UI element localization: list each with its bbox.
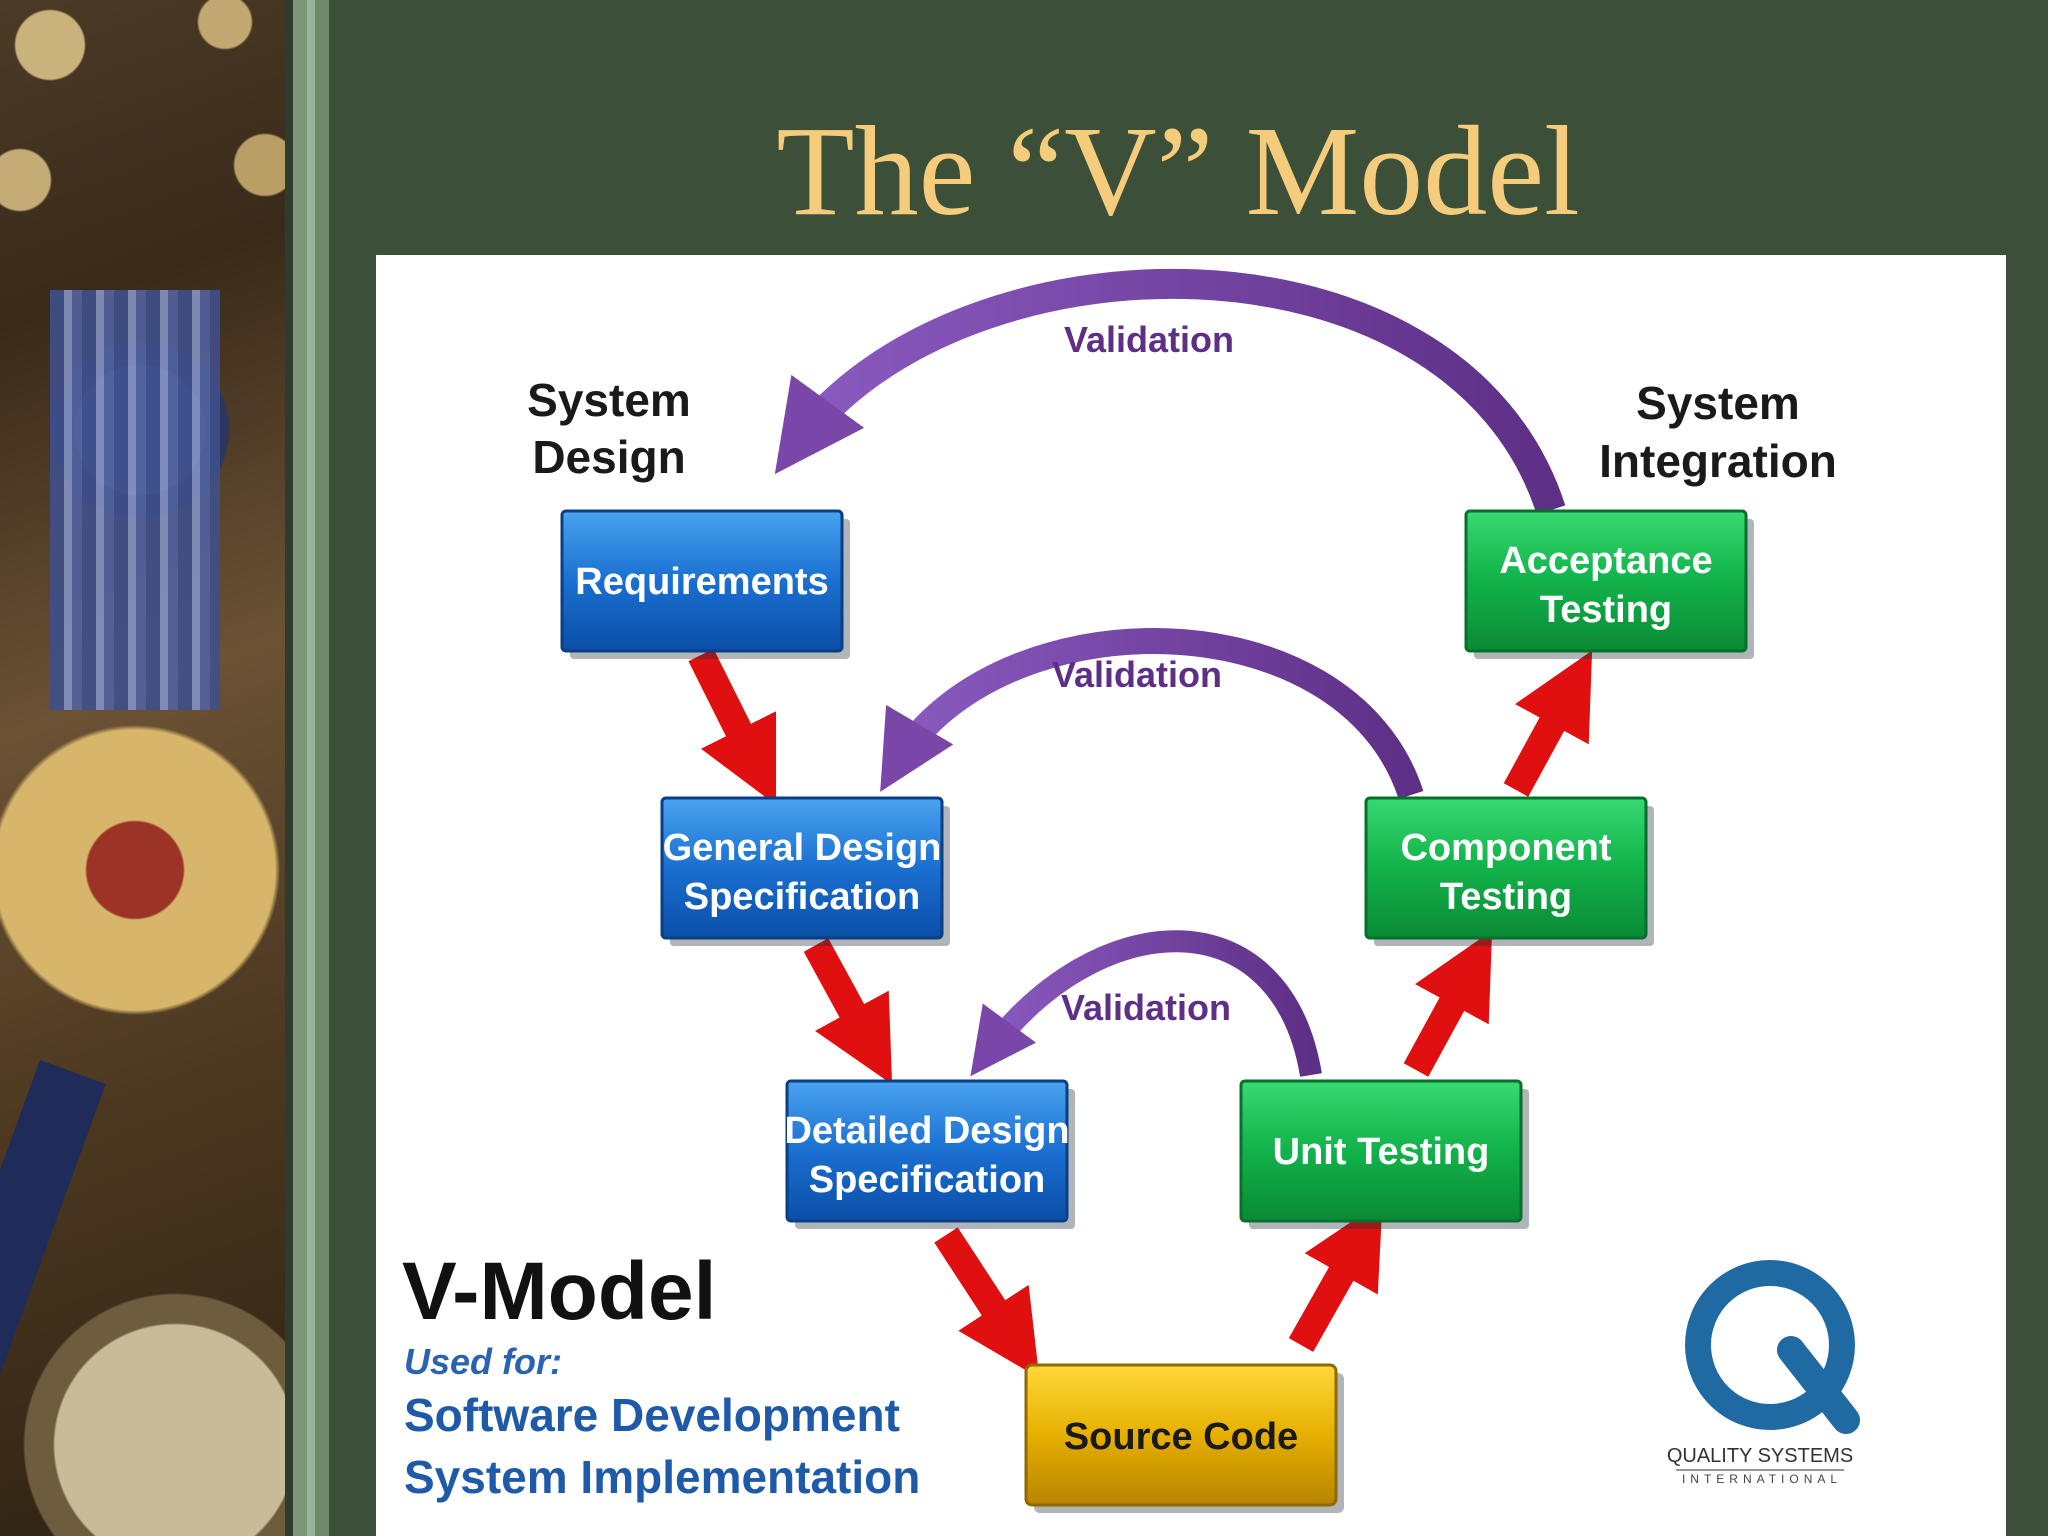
acceptance-testing-label-line2: Testing: [1540, 589, 1672, 631]
medal-ribbon-decoration: [50, 290, 220, 710]
quality-systems-logo: QUALITY SYSTEMS INTERNATIONAL: [1667, 1260, 1860, 1486]
general-design-label-line2: Specification: [684, 876, 921, 918]
q-letter-tail: [1777, 1336, 1860, 1434]
use-software-development: Software Development: [404, 1389, 900, 1441]
validation-arrow-bottom: [970, 930, 1322, 1077]
general-design-box: General Design Specification: [660, 796, 950, 946]
flow-arrow-general-to-detailed: [803, 938, 893, 1085]
component-testing-box: Component Testing: [1364, 796, 1654, 946]
validation-arrow-top: [774, 268, 1566, 515]
system-design-header-line2: Design: [532, 431, 685, 483]
flow-arrow-unit-to-component: [1403, 930, 1493, 1077]
requirements-label: Requirements: [575, 561, 828, 603]
flow-arrow-component-to-acceptance: [1503, 650, 1593, 797]
divider-band: [285, 0, 353, 1536]
q-letter-ring: [1685, 1260, 1855, 1430]
v-model-heading: V-Model: [402, 1246, 716, 1337]
acceptance-testing-box: Acceptance Testing: [1464, 509, 1754, 659]
detailed-design-box: Detailed Design Specification: [784, 1079, 1075, 1229]
v-model-diagram: Validation Validation Validation System …: [402, 268, 1860, 1513]
component-testing-label-line2: Testing: [1440, 876, 1572, 918]
acceptance-testing-label-line1: Acceptance: [1499, 540, 1712, 582]
logo-subtitle: INTERNATIONAL: [1682, 1472, 1842, 1486]
use-system-implementation: System Implementation: [404, 1451, 920, 1503]
unit-testing-label: Unit Testing: [1273, 1131, 1490, 1173]
flow-arrow-source-to-unit: [1288, 1200, 1383, 1352]
v-model-diagram-canvas: Validation Validation Validation System …: [376, 255, 2006, 1536]
source-code-label: Source Code: [1064, 1416, 1298, 1458]
flow-arrow-detailed-to-source: [934, 1227, 1040, 1379]
flow-arrow-req-to-general: [688, 648, 777, 806]
source-code-box: Source Code: [1024, 1363, 1344, 1513]
logo-company-name: QUALITY SYSTEMS: [1667, 1445, 1853, 1467]
detailed-design-label-line2: Specification: [809, 1159, 1046, 1201]
component-testing-label-line1: Component: [1400, 827, 1611, 869]
slide-title: The “V” Model: [776, 100, 1580, 242]
general-design-label-line1: General Design: [663, 827, 942, 869]
system-integration-header-line1: System: [1636, 377, 1800, 429]
validation-label-top: Validation: [1064, 319, 1234, 360]
unit-testing-box: Unit Testing: [1239, 1079, 1529, 1229]
validation-arrow-middle: [880, 628, 1424, 800]
system-integration-header-line2: Integration: [1599, 435, 1837, 487]
requirements-box: Requirements: [560, 509, 850, 659]
detailed-design-label-line1: Detailed Design: [784, 1110, 1069, 1152]
system-design-header-line1: System: [527, 374, 691, 426]
decorative-medals-image: [0, 0, 285, 1536]
used-for-label: Used for:: [404, 1341, 562, 1382]
validation-label-bottom: Validation: [1061, 987, 1231, 1028]
validation-label-middle: Validation: [1052, 654, 1222, 695]
strap-decoration: [0, 1060, 106, 1479]
